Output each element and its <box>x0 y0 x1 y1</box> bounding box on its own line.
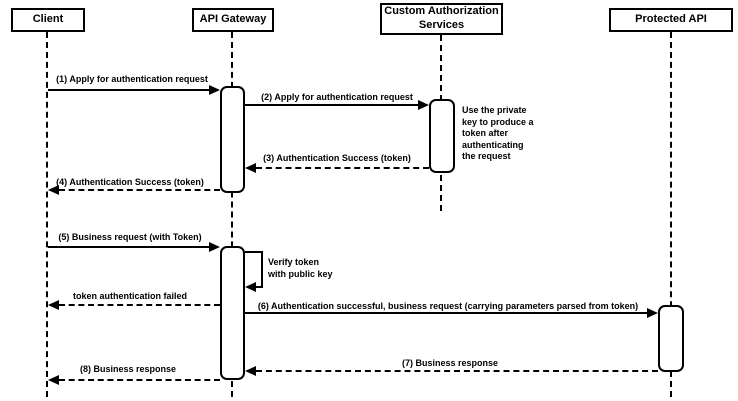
actor-custom-auth: Custom Authorization Services <box>380 3 503 35</box>
message-5-line <box>48 246 212 248</box>
self-message-bottom-line <box>252 286 263 288</box>
actor-api-gateway: API Gateway <box>192 8 274 32</box>
self-message-label: Verify token with public key <box>268 257 333 279</box>
message-7-label: (7) Business response <box>401 358 499 368</box>
message-2-arrowhead-icon <box>418 100 429 110</box>
message-1-arrowhead-icon <box>209 85 220 95</box>
actor-protected-api: Protected API <box>609 8 733 32</box>
message-3-arrowhead-icon <box>245 163 256 173</box>
message-1-label: (1) Apply for authentication request <box>56 74 208 84</box>
self-message-top-line <box>245 251 263 253</box>
actor-api-gateway-label: API Gateway <box>199 13 267 26</box>
message-4-line <box>59 189 220 191</box>
message-5-label: (5) Business request (with Token) <box>58 232 202 242</box>
message-5-arrowhead-icon <box>209 242 220 252</box>
self-message-side-line <box>261 251 263 287</box>
lifeline-client <box>46 32 48 397</box>
message-2-line <box>245 104 421 106</box>
message-3-label: (3) Authentication Success (token) <box>263 153 411 163</box>
message-failed-label: token authentication failed <box>72 291 188 301</box>
note-private-key: Use the private key to produce a token a… <box>462 105 534 161</box>
message-6-arrowhead-icon <box>647 308 658 318</box>
actor-client-label: Client <box>32 13 64 26</box>
message-7-arrowhead-icon <box>245 366 256 376</box>
message-8-label: (8) Business response <box>79 364 177 374</box>
actor-client: Client <box>11 8 85 32</box>
message-7-line <box>256 370 658 372</box>
message-3-line <box>256 167 429 169</box>
self-message-arrowhead-icon <box>245 282 256 292</box>
message-8-line <box>59 379 220 381</box>
message-1-line <box>48 89 212 91</box>
message-6-label: (6) Authentication successful, business … <box>257 301 639 311</box>
message-8-arrowhead-icon <box>48 375 59 385</box>
lifeline-protected-api <box>670 32 672 397</box>
activation-protected-api <box>658 305 684 372</box>
message-failed-line <box>59 304 220 306</box>
message-6-line <box>245 312 647 314</box>
activation-api-gateway-2 <box>220 246 245 380</box>
message-2-label: (2) Apply for authentication request <box>261 92 413 102</box>
activation-api-gateway-1 <box>220 86 245 193</box>
message-failed-arrowhead-icon <box>48 300 59 310</box>
lifeline-api-gateway <box>231 32 233 397</box>
actor-custom-auth-label: Custom Authorization Services <box>384 5 499 31</box>
activation-custom-auth <box>429 99 455 173</box>
actor-protected-api-label: Protected API <box>635 13 707 26</box>
message-4-arrowhead-icon <box>48 185 59 195</box>
message-4-label: (4) Authentication Success (token) <box>56 177 204 187</box>
